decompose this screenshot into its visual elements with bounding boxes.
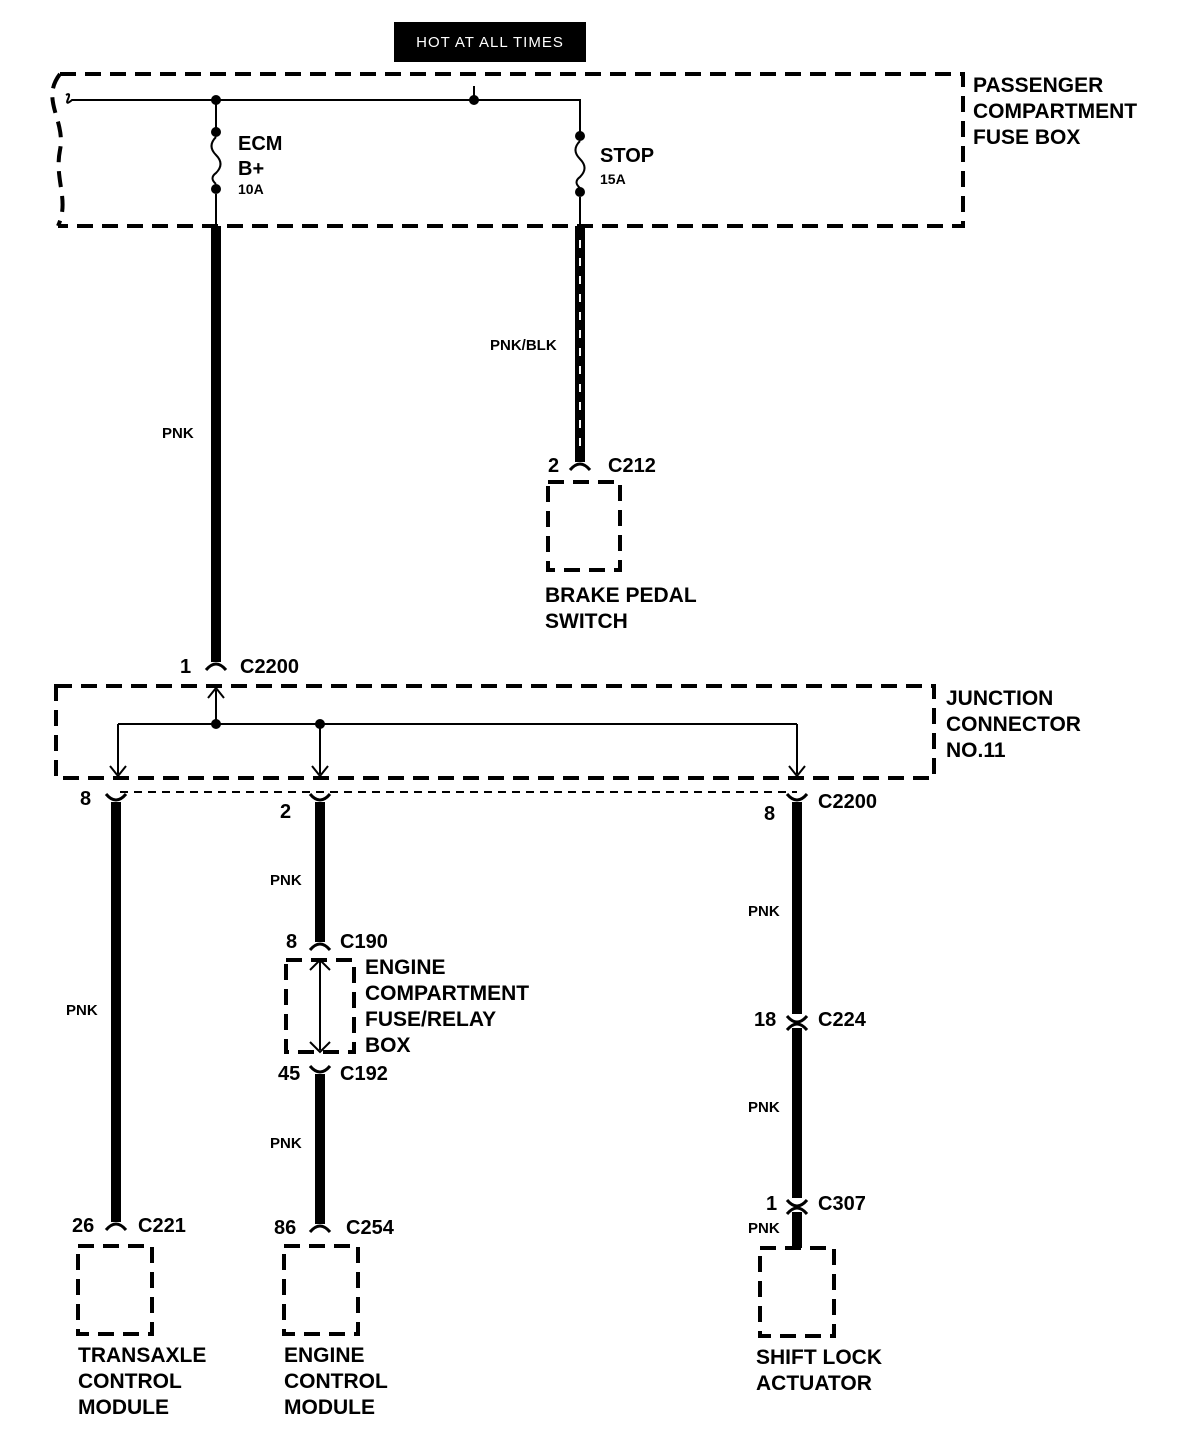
stop-fuse-rating: 15A — [600, 171, 626, 187]
c212-name: C212 — [608, 455, 656, 477]
wire-label-ecm-upper: PNK — [270, 872, 302, 889]
ecm-out-connector-symbol — [308, 792, 332, 802]
ecm-box — [282, 1244, 360, 1336]
hot-at-all-times-label: HOT AT ALL TIMES — [416, 34, 564, 51]
passenger-fuse-box-label: PASSENGER COMPARTMENT FUSE BOX — [973, 74, 1143, 149]
c307-connector-symbol-bottom — [785, 1206, 809, 1216]
junction-internal-bus — [109, 690, 806, 778]
wire-label-stop: PNK/BLK — [490, 337, 557, 354]
c2200-in-connector-symbol — [204, 662, 228, 672]
stop-fuse — [574, 131, 586, 226]
ecm-fuse-name: ECM B+ — [238, 133, 288, 180]
wire-label-tcm: PNK — [66, 1002, 98, 1019]
c2200-out-name: C2200 — [818, 791, 877, 813]
c307-name: C307 — [818, 1193, 866, 1215]
tcm-box — [76, 1244, 154, 1336]
c2200-out-pin: 8 — [764, 803, 775, 825]
c221-connector-symbol — [104, 1222, 128, 1232]
bus-splice-center — [469, 95, 479, 105]
tcm-out-pin: 8 — [80, 788, 91, 810]
bus-bar — [65, 86, 475, 104]
c2200-in-pin: 1 — [180, 656, 191, 678]
c192-pin: 45 — [278, 1063, 300, 1085]
c190-name: C190 — [340, 931, 388, 953]
c254-pin: 86 — [274, 1217, 296, 1239]
junction-connector-box — [54, 684, 936, 780]
bus-bar-stop-branch — [474, 99, 581, 132]
c190-connector-symbol — [308, 942, 332, 952]
c221-pin: 26 — [72, 1215, 94, 1237]
c307-connector-symbol-top — [785, 1198, 809, 1208]
passenger-fuse-box-outline — [58, 72, 965, 228]
c192-connector-symbol — [308, 1064, 332, 1074]
junction-connector-label: JUNCTION CONNECTOR NO.11 — [946, 687, 1087, 762]
shift-lock-actuator-box — [758, 1246, 836, 1338]
brake-pedal-switch-label: BRAKE PEDAL SWITCH — [545, 584, 702, 633]
c2200-in-name: C2200 — [240, 656, 299, 678]
c224-name: C224 — [818, 1009, 867, 1031]
c254-name: C254 — [346, 1217, 395, 1239]
c254-connector-symbol — [308, 1224, 332, 1234]
c2200-out-connector-symbol — [785, 792, 809, 802]
wire-label-ecm-lower: PNK — [270, 1135, 302, 1152]
wire-label-shift-upper: PNK — [748, 903, 780, 920]
wire-label-shift-middle: PNK — [748, 1099, 780, 1116]
wire-label-ecm-main: PNK — [162, 425, 194, 442]
c224-connector-symbol-bottom — [785, 1022, 809, 1032]
ecm-out-pin: 2 — [280, 801, 291, 823]
c212-connector-symbol — [568, 462, 592, 472]
c307-pin: 1 — [766, 1193, 777, 1215]
c212-pin: 2 — [548, 455, 559, 477]
passenger-fuse-box-break-edge — [50, 72, 65, 227]
c190-pin: 8 — [286, 931, 297, 953]
engine-fuse-relay-box-label: ENGINE COMPARTMENT FUSE/RELAY BOX — [365, 956, 535, 1057]
hot-at-all-times-badge — [394, 22, 586, 62]
c221-name: C221 — [138, 1215, 186, 1237]
c192-name: C192 — [340, 1063, 388, 1085]
wire-label-shift-lower: PNK — [748, 1220, 780, 1237]
tcm-label: TRANSAXLE CONTROL MODULE — [78, 1344, 212, 1419]
tcm-out-connector-symbol — [104, 792, 128, 802]
ecm-label: ENGINE CONTROL MODULE — [284, 1344, 393, 1419]
stop-fuse-name: STOP — [600, 145, 654, 167]
ecm-fuse — [210, 100, 222, 226]
engine-fuse-relay-box-internal — [309, 958, 331, 1054]
c224-connector-symbol-top — [785, 1014, 809, 1024]
shift-lock-actuator-label: SHIFT LOCK ACTUATOR — [756, 1346, 888, 1395]
c224-pin: 18 — [754, 1009, 776, 1031]
ecm-fuse-rating: 10A — [238, 181, 264, 197]
brake-pedal-switch-box — [546, 480, 622, 572]
